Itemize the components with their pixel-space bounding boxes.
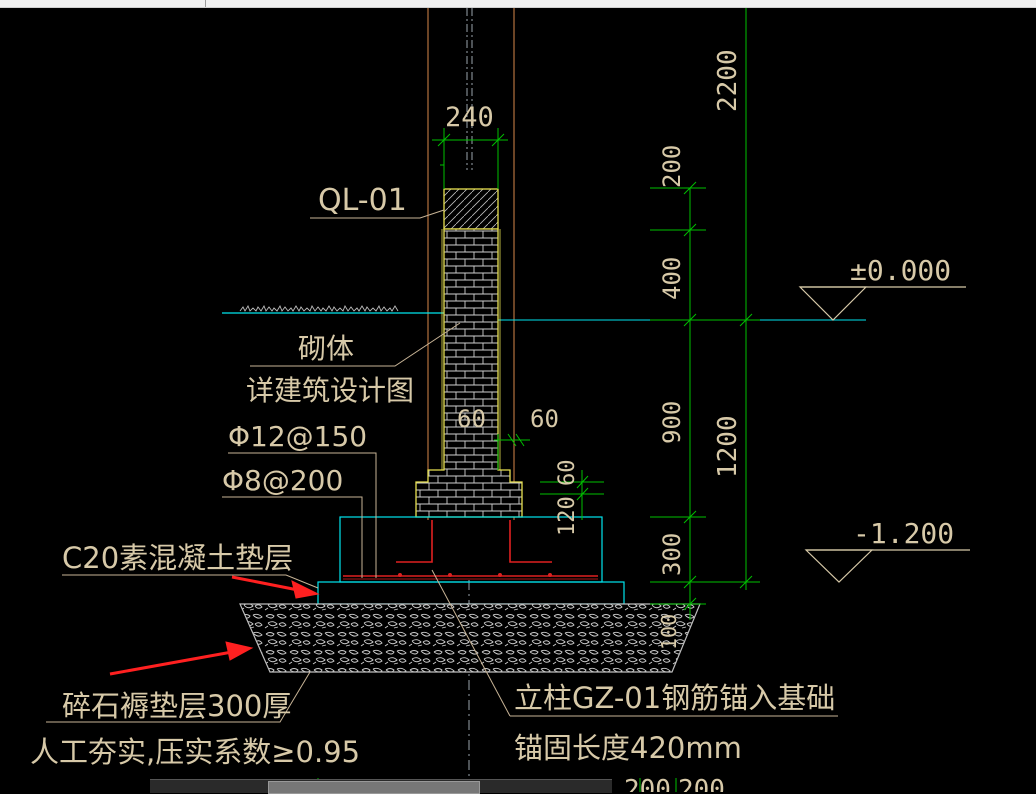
step-dim-2: 60 [530,405,559,433]
dim-1200: 1200 [713,415,743,478]
cad-drawing-canvas[interactable]: 240 60 60 60 120 200 400 900 300 100 [0,8,1036,792]
foundation-rebar [343,520,598,580]
red-arrows [109,575,320,676]
top-toolbar-strip [0,0,1036,8]
elevation-marker-bottom [804,549,970,583]
dim-120: 120 [555,496,580,536]
beam-label: QL-01 [318,183,407,218]
gravel-label-2: 人工夯实,压实系数≥0.95 [30,735,360,769]
masonry-wall [415,228,523,518]
width-dimension-text: 240 [445,102,494,133]
ring-beam-ql01 [443,188,499,230]
horizontal-scrollbar[interactable] [150,779,612,794]
rebar-label-1: Φ12@150 [228,420,367,453]
column-anchor-label-1: 立柱GZ-01钢筋锚入基础 [514,681,835,715]
rebar-label-2: Φ8@200 [222,464,343,497]
dim-200: 200 [658,145,686,188]
step-dimensions [494,433,604,520]
bottom-dim-2: 200 [678,775,725,792]
wall-inner-outline [441,229,501,470]
elevation-bottom-text: -1.200 [853,517,954,550]
scrollbar-thumb[interactable] [268,781,480,794]
step-dim-3: 60 [555,460,580,487]
dim-300: 300 [658,533,686,576]
column-anchor-label-2: 锚固长度420mm [514,731,742,765]
masonry-label-1: 砌体 [298,332,354,365]
dim-900: 900 [658,401,686,444]
gravel-cushion [239,603,701,673]
step-dim-1: 60 [457,405,486,433]
dim-width-240 [432,128,508,189]
dim-2200: 2200 [713,49,743,112]
vertical-dimension-chain [650,8,760,620]
cushion-label: C20素混凝土垫层 [62,541,293,575]
dim-100: 100 [657,614,681,650]
bottom-dim-1: 200 [624,775,671,792]
masonry-label-2: 详建筑设计图 [246,374,414,407]
leader-lines [46,209,838,723]
elevation-top-text: ±0.000 [850,254,951,287]
elevation-marker-top [798,286,966,321]
dim-400: 400 [658,257,686,300]
gravel-label-1: 碎石褥垫层300厚 [62,689,291,723]
toolbar-divider [205,0,206,7]
ground-surface [222,304,866,321]
